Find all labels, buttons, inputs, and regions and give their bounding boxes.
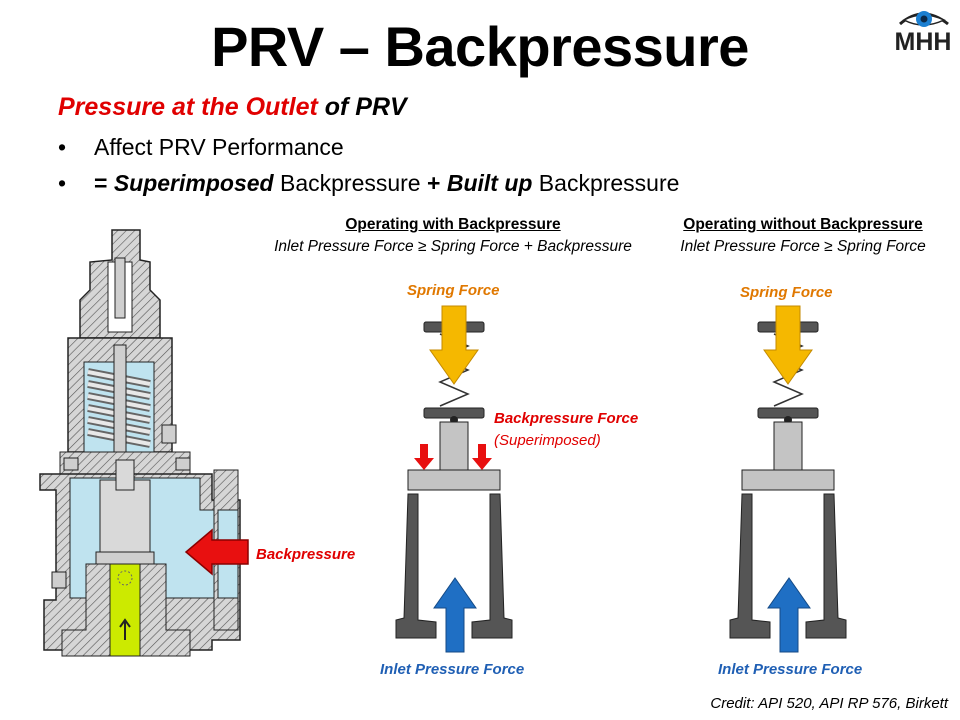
bullet-item: •= Superimposed Backpressure + Built up …: [58, 170, 679, 197]
bullet-plus: +: [427, 170, 447, 196]
bullet-marker: •: [58, 134, 67, 160]
backpressure-force-label: Backpressure Force: [494, 410, 639, 427]
valve-without-backpressure: [729, 321, 847, 639]
caption-without-backpressure: Operating without Backpressure Inlet Pre…: [662, 216, 944, 256]
caption-formula: Inlet Pressure Force ≥ Spring Force: [680, 238, 926, 255]
inlet-pressure-arrow-icon: [767, 577, 811, 653]
spring-force-label: Spring Force: [407, 282, 500, 299]
caption-formula: Inlet Pressure Force ≥ Spring Force + Ba…: [274, 238, 632, 255]
logo-text: MHH: [894, 28, 952, 56]
subtitle-highlight: Pressure at the Outlet: [58, 93, 318, 121]
spring-force-arrow-icon: [763, 305, 813, 385]
backpressure-down-arrow-icon: [472, 444, 492, 470]
caption-with-backpressure: Operating with Backpressure Inlet Pressu…: [258, 216, 648, 256]
bullet-marker: •: [58, 170, 67, 196]
mhh-logo: MHH: [886, 2, 960, 62]
caption-heading: Operating with Backpressure: [345, 216, 561, 233]
eye-icon: [899, 11, 949, 27]
inlet-pressure-arrow-icon: [433, 577, 477, 653]
bullet-item: • Affect PRV Performance: [58, 134, 344, 161]
prv-cutaway: [39, 229, 241, 657]
inlet-pressure-label: Inlet Pressure Force: [718, 661, 863, 678]
caption-heading: Operating without Backpressure: [683, 216, 923, 233]
bullet-text: Affect PRV Performance: [94, 134, 344, 160]
subtitle-rest: of PRV: [317, 93, 407, 121]
bullet-text: Backpressure: [273, 170, 427, 196]
subtitle: Pressure at the Outlet of PRV: [58, 93, 407, 122]
valve-with-backpressure: [395, 321, 513, 639]
bullet-text: Backpressure: [532, 170, 680, 196]
spring-force-label: Spring Force: [740, 284, 833, 301]
bullet-equals: =: [94, 170, 114, 196]
spring-force-arrow-icon: [429, 305, 479, 385]
bullet-emphasis: Built up: [446, 170, 533, 196]
backpressure-label: Backpressure: [256, 546, 356, 563]
inlet-pressure-label: Inlet Pressure Force: [380, 661, 525, 678]
bullet-emphasis: Superimposed: [113, 170, 274, 196]
backpressure-arrow-icon: [184, 528, 249, 576]
backpressure-down-arrow-icon: [414, 444, 434, 470]
superimposed-label: (Superimposed): [494, 432, 601, 449]
slide-title: PRV – Backpressure: [211, 15, 749, 78]
credit-text: Credit: API 520, API RP 576, Birkett: [710, 695, 948, 712]
